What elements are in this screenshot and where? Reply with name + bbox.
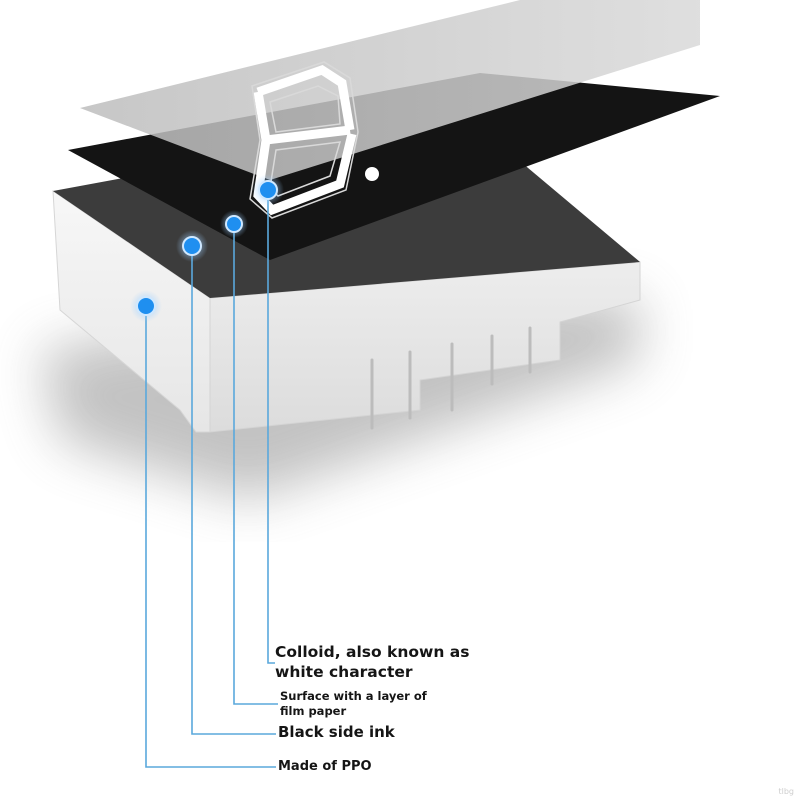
watermark: tlbg <box>778 787 794 796</box>
marker-side-ink <box>182 236 202 256</box>
leader-lines <box>145 190 278 768</box>
ppo-body-side <box>209 261 641 433</box>
decimal-point <box>365 167 379 181</box>
callout-colloid: Colloid, also known as white character <box>275 642 469 682</box>
callout-film-surface: Surface with a layer of film paper <box>280 689 427 719</box>
marker-film-surface <box>225 215 243 233</box>
callout-colloid-line1: Colloid, also known as <box>275 643 470 661</box>
leader-film-surface <box>233 224 278 705</box>
marker-colloid <box>258 180 278 200</box>
film-paper-layer <box>80 0 700 180</box>
callout-side-ink: Black side ink <box>278 723 395 741</box>
leader-ppo <box>145 306 276 768</box>
marker-dots <box>130 174 284 322</box>
pin-row <box>370 326 532 430</box>
callout-film-line1: Surface with a layer of <box>280 689 427 703</box>
callout-ppo: Made of PPO <box>278 759 372 774</box>
marker-ppo <box>136 296 156 316</box>
callout-film-line2: film paper <box>280 704 347 718</box>
callout-colloid-line2: white character <box>275 663 413 681</box>
leader-colloid <box>267 190 275 664</box>
leader-side-ink <box>191 246 276 735</box>
